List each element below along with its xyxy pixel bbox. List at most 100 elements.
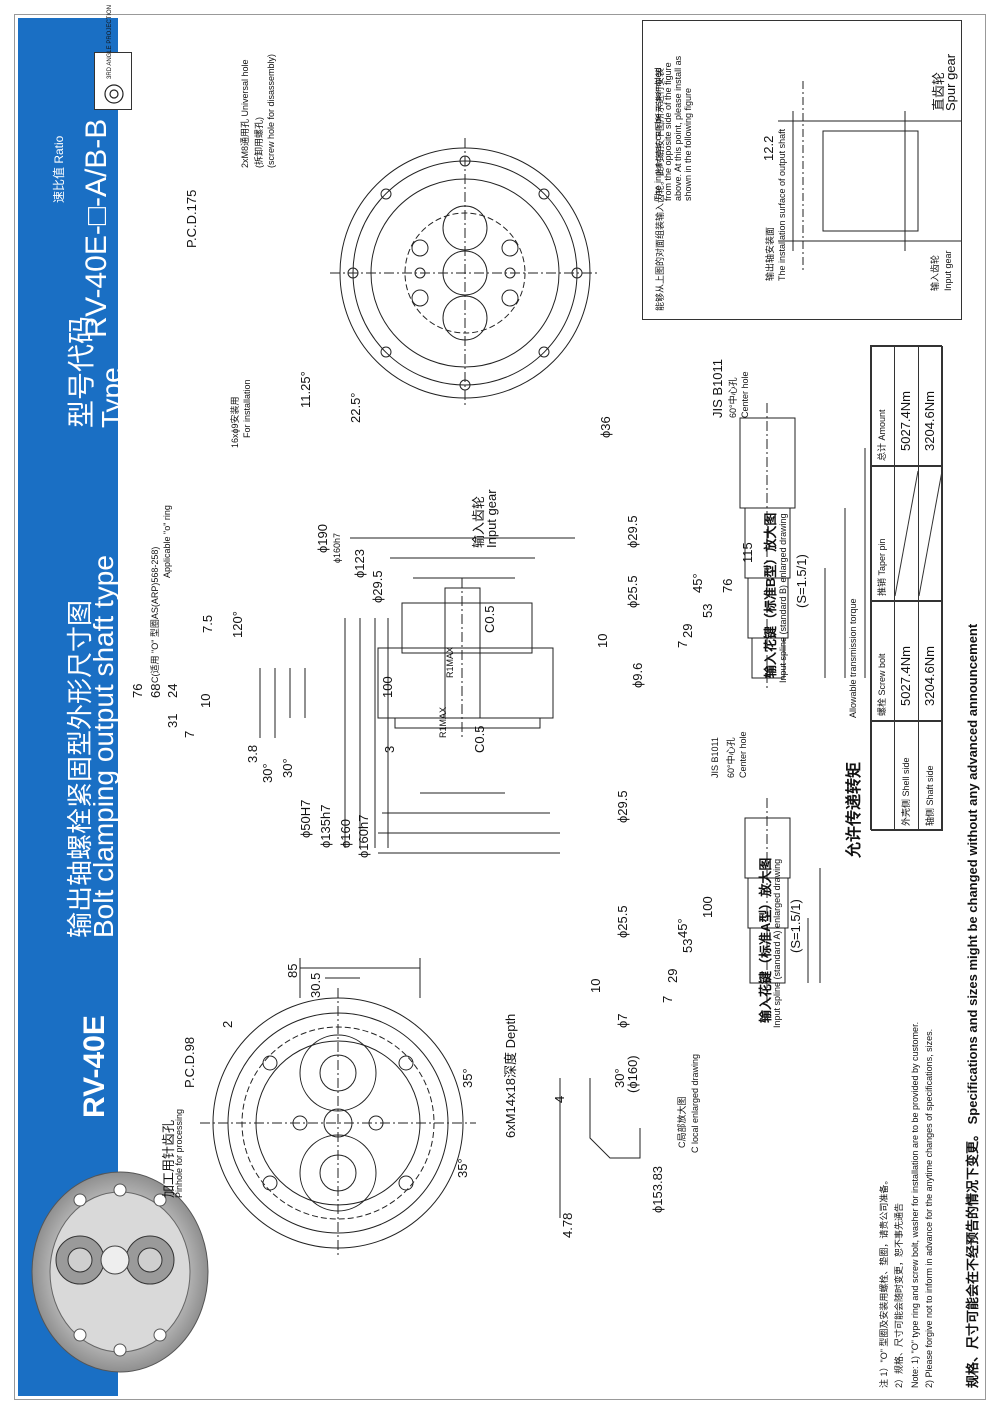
dim-76: 76 <box>130 683 145 698</box>
dim-7-5: 7.5 <box>200 614 215 633</box>
section-view <box>259 537 575 854</box>
inset-box: 能够从上图的对面组装输入齿轮。此时请按下图所示进行安装 The input ge… <box>642 20 962 320</box>
torque-header-bolt: 螺栓 Screw bolt <box>877 653 887 716</box>
angle-22-5: 22.5° <box>348 392 363 423</box>
front-view-right <box>330 138 600 408</box>
spline-a-dim-29-5: ϕ29.5 <box>615 790 630 823</box>
title-en: Bolt clamping output shaft type <box>88 555 119 938</box>
dim-3-8: 3.8 <box>245 744 260 763</box>
torque-title-cn: 允许传递转矩 <box>846 761 863 858</box>
angle-11-25: 11.25° <box>298 371 313 408</box>
c-dim-4: 4 <box>552 1095 567 1103</box>
front-view-left <box>200 958 476 1258</box>
inset-input-cn: 输入齿轮 <box>930 254 940 291</box>
dim-85: 85 <box>285 963 300 978</box>
dim-123: ϕ123 <box>352 549 367 578</box>
spline-b-dim-53: 53 <box>700 603 715 618</box>
footer-note: 规格、尺寸可能会在不经预告的情况下变更。 Specifications and … <box>965 623 980 1388</box>
spline-a-dim-10: 10 <box>588 978 603 993</box>
dim-160: ϕ160 <box>338 819 353 848</box>
inset-input-en: Input gear <box>943 250 953 291</box>
dim-7: 7 <box>182 730 197 738</box>
universal-hole-cn: (拆卸用螺孔) <box>254 117 264 168</box>
spline-b-dim-45: 45° <box>690 573 705 593</box>
spline-a-dim-53: 53 <box>680 938 695 953</box>
torque-header-amount: 总计 Amount <box>877 409 887 461</box>
spline-b-dim-29-5: ϕ29.5 <box>625 515 640 548</box>
pcd-left: P.C.D.98 <box>182 1036 197 1088</box>
type-code: RV-40E-□-A/B-B <box>80 118 113 338</box>
dim-31: 31 <box>165 713 180 728</box>
spline-a-center-hole-2: 60°中心孔 <box>726 737 736 778</box>
oring-note: C(适用 "O" 型圈AS(ARP)568-258) <box>150 546 160 683</box>
spline-a-scale: (S=1.5/1) <box>788 899 803 953</box>
spline-b-label-cn: 输入花键（标准B型）放大图 <box>763 512 778 678</box>
spline-b-dim-76: 76 <box>720 578 735 593</box>
note-2-en: 2) Please forgive not to inform in advan… <box>924 1028 934 1388</box>
install-holes: 16xϕ9安装用 <box>230 396 240 448</box>
dim-3: 3 <box>382 745 397 753</box>
spline-b-dim-36: ϕ36 <box>598 416 613 438</box>
dim-68: 68 <box>148 683 163 698</box>
torque-col-rowhead <box>871 721 943 831</box>
shell-amount: 5027.4Nm <box>898 391 913 451</box>
dim-24: 24 <box>165 683 180 698</box>
c-detail-drawing <box>559 1078 641 1218</box>
spur-gear-en: Spur gear <box>943 53 958 111</box>
ratio-label: 速比值 Ratio <box>52 135 66 203</box>
c-dim-phi160: (ϕ160) <box>625 1055 640 1093</box>
dim-29-5-sec: ϕ29.5 <box>370 570 385 603</box>
universal-hole: 2xM8通用孔 Universal hole <box>240 59 250 168</box>
torque-row-shaft: 轴侧 Shaft side <box>925 765 935 826</box>
drawing-lines <box>200 138 866 1258</box>
shaft-amount: 3204.6Nm <box>922 391 937 451</box>
spline-b-scale: (S=1.5/1) <box>794 554 809 608</box>
dim-50h7: ϕ50H7 <box>298 799 313 838</box>
header-band: RV-40E 输出轴螺栓紧固型外形尺寸图 Bolt clamping outpu… <box>18 5 132 1396</box>
install-holes-en: For installation <box>242 379 252 438</box>
projection-label: 3RD ANGLE PROJECTION <box>107 4 113 79</box>
spline-b-dim-115: 115 <box>740 542 755 563</box>
dim-160h7-bot: ϕ160h7 <box>356 814 371 858</box>
spline-a-label-en: Input spline (standard A) enlarged drawi… <box>772 858 782 1028</box>
spline-a-center-hole: JIS B1011 <box>710 737 720 778</box>
input-gear-en: Input gear <box>484 489 499 548</box>
spline-a-dim-7: ϕ7 <box>615 1013 630 1028</box>
tap-hole-label: 6xM14x18深度 Depth <box>503 1013 518 1138</box>
inset-drawing <box>778 81 961 271</box>
spline-b-dim-9-6: ϕ9.6 <box>630 662 645 688</box>
dim-30a: 30° <box>260 763 275 783</box>
spline-a-dim-25-5: ϕ25.5 <box>615 905 630 938</box>
drawing-area: 加工用针齿孔 Pinhole for processing P.C.D.98 2… <box>120 18 986 1396</box>
dim-10: 10 <box>198 693 213 708</box>
dim-30-5: 30.5 <box>308 972 323 998</box>
model-title: RV-40E <box>78 1015 111 1118</box>
torque-col-amount <box>871 346 943 466</box>
spline-a-dim-100: 100 <box>700 896 715 918</box>
r1max-top: R1MAX <box>445 646 455 678</box>
c0-5-bot: C0.5 <box>472 725 487 753</box>
spline-a-dim-45: 45° <box>675 918 690 938</box>
angle-35b: 35° <box>455 1158 470 1178</box>
spline-a-dim-7b: 7 <box>660 995 675 1003</box>
spline-b-dim-25-5: ϕ25.5 <box>625 575 640 608</box>
dim-190: ϕ190 <box>315 524 330 553</box>
universal-hole-en: (screw hole for disassembly) <box>266 53 276 168</box>
r1max-bot: R1MAX <box>438 706 448 738</box>
spline-b-dim-29: 29 <box>680 623 695 638</box>
surface-en: The installation surface of output shaft <box>777 128 787 281</box>
spline-b-dim-7: 7 <box>675 640 690 648</box>
inset-dim-12-2: 12.2 <box>761 135 776 161</box>
projection-icon <box>104 84 124 104</box>
c0-5-top: C0.5 <box>482 605 497 633</box>
dim-2: 2 <box>220 1020 235 1028</box>
shaft-bolt: 3204.6Nm <box>922 646 937 706</box>
product-photo <box>31 1171 209 1373</box>
torque-row-shell: 外壳侧 Shell side <box>901 757 911 826</box>
angle-35a: 35° <box>460 1068 475 1088</box>
spline-a-dim-29: 29 <box>665 968 680 983</box>
note-1-en: Note: 1) "O" type ring and screw bolt, w… <box>910 1021 920 1388</box>
dim-30b: 30° <box>280 758 295 778</box>
dim-100-sec: 100 <box>380 676 395 698</box>
projection-symbol: 3RD ANGLE PROJECTION <box>94 5 132 110</box>
